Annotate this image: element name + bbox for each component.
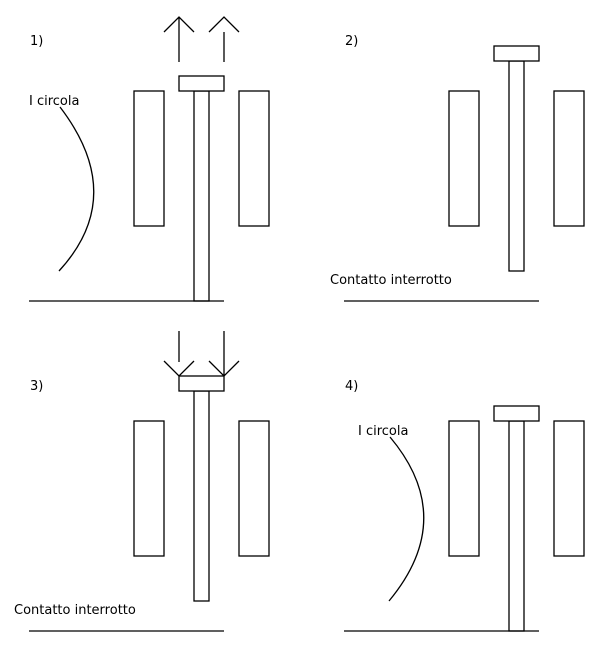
current-label: I circola xyxy=(358,424,408,439)
current-curve xyxy=(388,436,425,602)
panel-4: 4) I circola xyxy=(344,379,585,632)
panel-2: 2) Contatto interrotto xyxy=(330,34,585,302)
arrow-down-icon xyxy=(208,331,240,377)
coil-left xyxy=(133,90,165,227)
arrow-up-icon xyxy=(208,16,240,62)
coil-right xyxy=(553,420,585,557)
panel-3: 3) Contatto interrotto xyxy=(14,331,270,632)
plunger-cap xyxy=(178,375,225,392)
plunger-cap xyxy=(493,405,540,422)
plunger-rod xyxy=(193,390,210,602)
panel-1: 1) I circola xyxy=(29,16,270,302)
contact-label: Contatto interrotto xyxy=(14,603,136,618)
plunger-cap xyxy=(493,45,540,62)
contact-label: Contatto interrotto xyxy=(330,273,452,288)
current-label: I circola xyxy=(29,94,79,109)
plunger-cap xyxy=(178,75,225,92)
panel-number: 3) xyxy=(30,379,43,394)
plunger-rod xyxy=(508,420,525,632)
coil-right xyxy=(238,420,270,557)
plunger-rod xyxy=(193,90,210,302)
current-curve xyxy=(58,106,95,272)
panel-number: 1) xyxy=(30,34,43,49)
plunger-rod xyxy=(508,60,525,272)
coil-right xyxy=(238,90,270,227)
panel-number: 4) xyxy=(345,379,358,394)
coil-left xyxy=(133,420,165,557)
coil-right xyxy=(553,90,585,227)
panel-number: 2) xyxy=(345,34,358,49)
arrow-up-icon xyxy=(163,16,195,62)
arrow-down-icon xyxy=(163,331,195,377)
coil-left xyxy=(448,420,480,557)
coil-left xyxy=(448,90,480,227)
